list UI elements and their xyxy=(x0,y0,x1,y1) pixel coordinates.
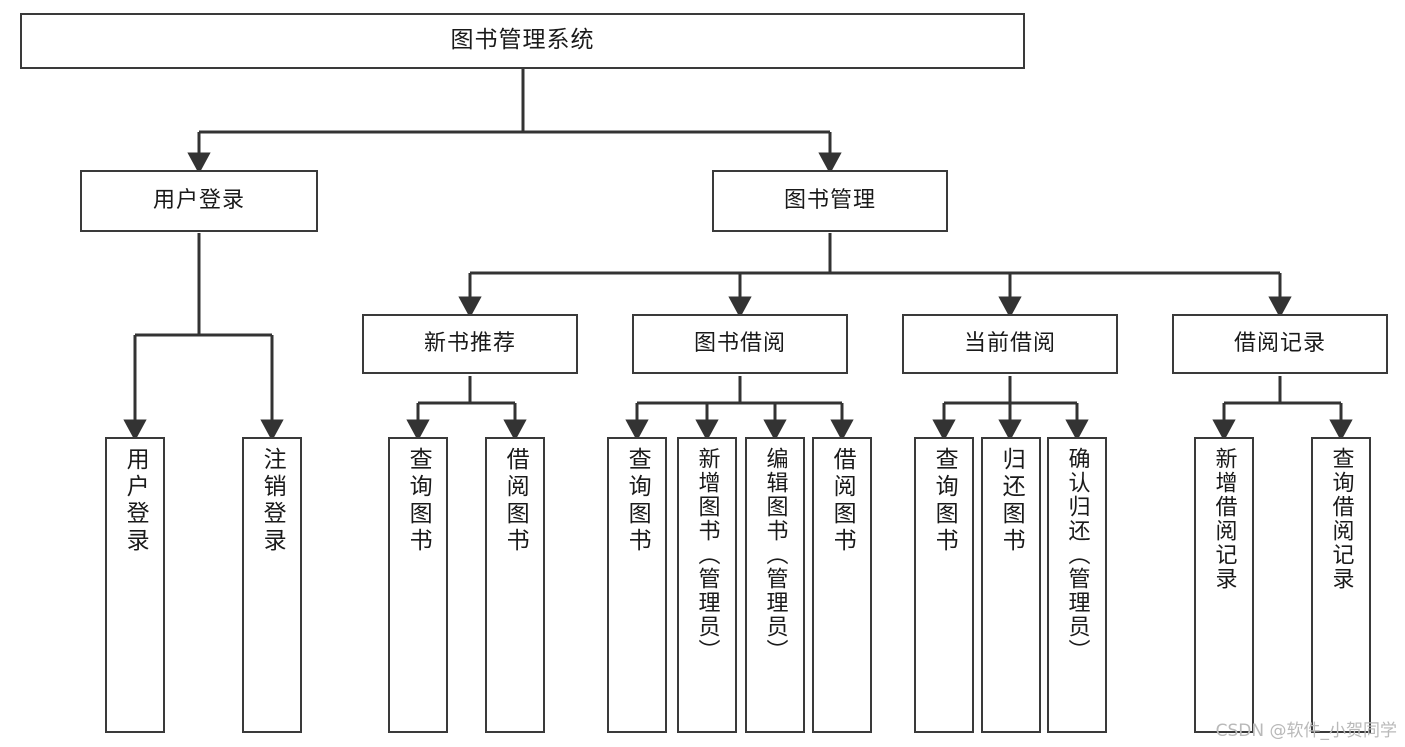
leaf-confirm-return-admin-label: 确认归还（管理员） xyxy=(1064,447,1090,663)
node-user-login[interactable]: 用户登录 xyxy=(80,170,318,232)
leaf-query-borrow-record-label: 查询借阅记录 xyxy=(1328,447,1354,591)
node-root-label: 图书管理系统 xyxy=(450,27,595,54)
node-root-book-management-system[interactable]: 图书管理系统 xyxy=(20,13,1025,69)
node-new-book-recommend-label: 新书推荐 xyxy=(423,331,516,357)
leaf-borrow-book-borrow-label: 借阅图书 xyxy=(829,447,856,555)
leaf-user-login-label: 用户登录 xyxy=(122,447,149,555)
leaf-query-borrow-record[interactable]: 查询借阅记录 xyxy=(1311,437,1371,733)
node-borrow-record[interactable]: 借阅记录 xyxy=(1172,314,1388,374)
node-new-book-recommend[interactable]: 新书推荐 xyxy=(362,314,578,374)
leaf-edit-book-admin[interactable]: 编辑图书（管理员） xyxy=(745,437,805,733)
node-current-borrow[interactable]: 当前借阅 xyxy=(902,314,1118,374)
csdn-watermark: CSDN @软件_小贺同学 xyxy=(1215,721,1397,741)
leaf-borrow-book-recommend-label: 借阅图书 xyxy=(502,447,529,555)
node-user-login-label: 用户登录 xyxy=(152,188,245,214)
node-book-management-label: 图书管理 xyxy=(783,188,876,214)
leaf-return-book-label: 归还图书 xyxy=(998,447,1025,555)
leaf-add-borrow-record-label: 新增借阅记录 xyxy=(1211,447,1237,591)
leaf-borrow-book-recommend[interactable]: 借阅图书 xyxy=(485,437,545,733)
leaf-query-book-borrow[interactable]: 查询图书 xyxy=(607,437,667,733)
leaf-query-book-borrow-label: 查询图书 xyxy=(624,447,651,555)
leaf-return-book[interactable]: 归还图书 xyxy=(981,437,1041,733)
leaf-confirm-return-admin[interactable]: 确认归还（管理员） xyxy=(1047,437,1107,733)
node-book-borrow[interactable]: 图书借阅 xyxy=(632,314,848,374)
node-book-borrow-label: 图书借阅 xyxy=(693,331,786,357)
leaf-edit-book-admin-label: 编辑图书（管理员） xyxy=(762,447,788,663)
leaf-add-book-admin-label: 新增图书（管理员） xyxy=(694,447,720,663)
leaf-add-book-admin[interactable]: 新增图书（管理员） xyxy=(677,437,737,733)
node-borrow-record-label: 借阅记录 xyxy=(1233,331,1326,357)
leaf-user-login[interactable]: 用户登录 xyxy=(105,437,165,733)
leaf-borrow-book-borrow[interactable]: 借阅图书 xyxy=(812,437,872,733)
leaf-query-book-current[interactable]: 查询图书 xyxy=(914,437,974,733)
node-current-borrow-label: 当前借阅 xyxy=(963,331,1056,357)
leaf-query-book-current-label: 查询图书 xyxy=(931,447,958,555)
leaf-add-borrow-record[interactable]: 新增借阅记录 xyxy=(1194,437,1254,733)
node-book-management[interactable]: 图书管理 xyxy=(712,170,948,232)
leaf-query-book-recommend-label: 查询图书 xyxy=(405,447,432,555)
leaf-logout-login[interactable]: 注销登录 xyxy=(242,437,302,733)
leaf-query-book-recommend[interactable]: 查询图书 xyxy=(388,437,448,733)
leaf-logout-login-label: 注销登录 xyxy=(259,447,286,555)
